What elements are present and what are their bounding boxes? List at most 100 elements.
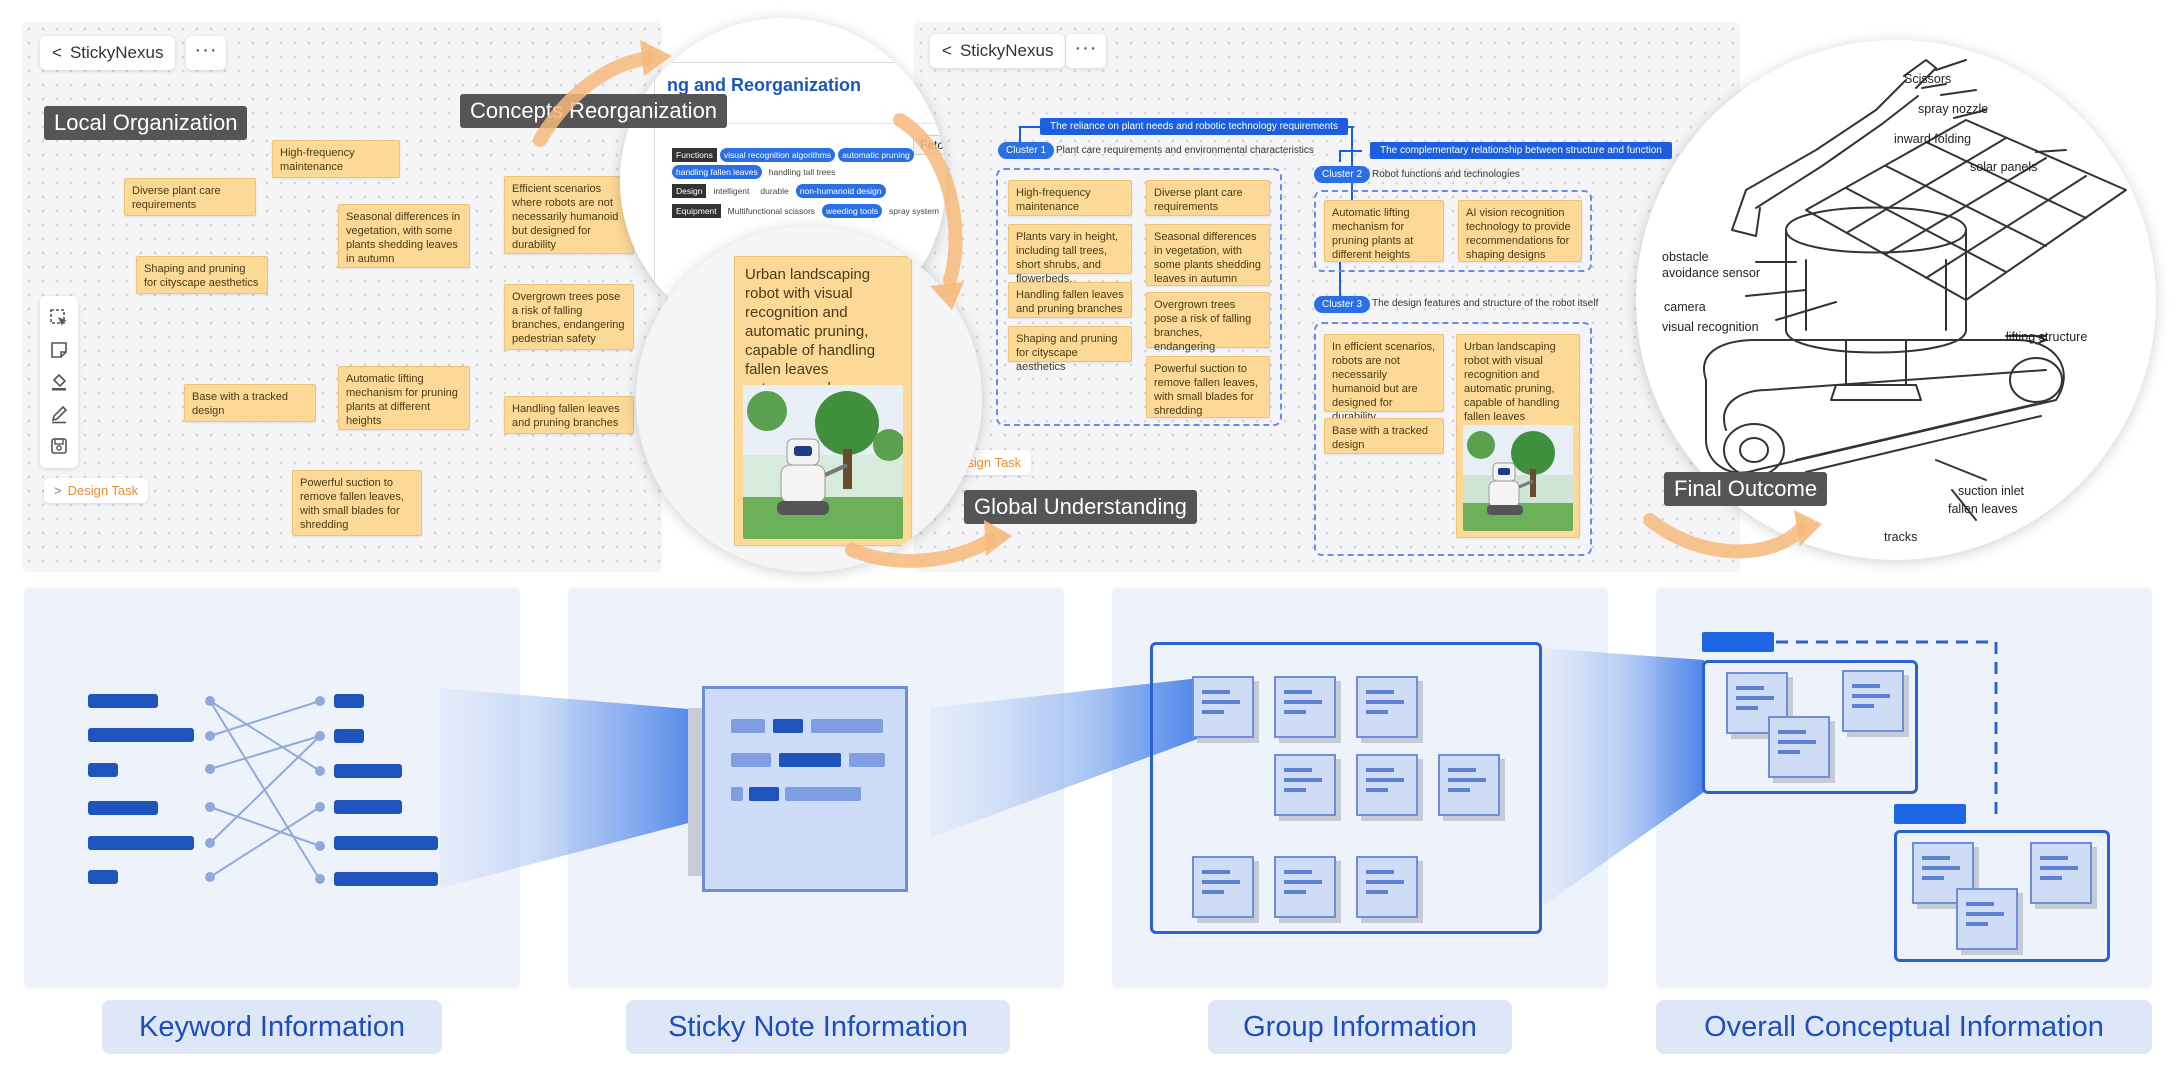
keyword-chip[interactable]: spray system: [889, 206, 940, 216]
sticky-note[interactable]: Automatic lifting mechanism for pruning …: [1324, 200, 1444, 262]
keyword-chip[interactable]: non-humanoid design: [795, 184, 886, 198]
sticky-note[interactable]: Overgrown trees pose a risk of falling b…: [504, 284, 634, 350]
app-header[interactable]: < StickyNexus: [930, 34, 1066, 68]
cluster-group: [996, 168, 1282, 426]
mini-note: [1274, 754, 1336, 816]
sketch-label: obstacle: [1662, 250, 1709, 264]
note-line: [849, 753, 885, 767]
caption-keyword-information: Keyword Information: [102, 1000, 442, 1054]
mini-note: [1356, 676, 1418, 738]
keyword-chip[interactable]: weeding tools: [822, 204, 883, 218]
keyword-bar: [88, 836, 194, 850]
keyword-bar: [334, 764, 402, 778]
caption-group-information: Group Information: [1208, 1000, 1512, 1054]
reorg-title: ng and Reorganization: [667, 75, 862, 95]
sticky-note[interactable]: Handling fallen leaves and pruning branc…: [1008, 282, 1132, 318]
sticky-note[interactable]: Diverse plant care requirements: [124, 178, 256, 216]
cluster-title: The design features and structure of the…: [1372, 298, 1599, 309]
back-icon[interactable]: <: [942, 41, 952, 60]
note-line: [779, 753, 841, 767]
mini-note: [2030, 842, 2092, 904]
keyword-chip[interactable]: Multifunctional scissors: [727, 206, 816, 216]
mini-note: [1274, 856, 1336, 918]
robot-sketch: [1703, 59, 2127, 521]
cluster-tag: [1894, 804, 1966, 824]
robot-illustration: [743, 385, 903, 539]
reorg-row: Equipment Multifunctional scissors weedi…: [672, 204, 946, 218]
sticky-note[interactable]: Efficient scenarios where robots are not…: [504, 176, 634, 254]
cluster-label: Cluster 1: [998, 142, 1055, 159]
caption-overall-conceptual-information: Overall Conceptual Information: [1656, 1000, 2152, 1054]
cluster-group: [1314, 322, 1592, 556]
sticky-note-icon[interactable]: [49, 340, 69, 360]
mini-note: [1768, 716, 1830, 778]
more-menu-button[interactable]: ···: [1066, 34, 1106, 68]
keyword-chip[interactable]: intelligent: [713, 186, 750, 196]
chevron-right-icon: >: [54, 483, 62, 498]
row-label: Functions: [672, 148, 717, 162]
transition-arrows: [533, 40, 1822, 568]
select-icon[interactable]: [49, 308, 69, 328]
pen-icon[interactable]: [49, 404, 69, 424]
link-dot: [315, 731, 325, 741]
zoom-circle-note: Urban landscaping robot with visual reco…: [636, 226, 982, 572]
mini-note: [1192, 676, 1254, 738]
sticky-note[interactable]: Urban landscaping robot with visual reco…: [1456, 334, 1580, 538]
more-menu-button[interactable]: ···: [186, 36, 226, 70]
sticky-note[interactable]: Seasonal differences in vegetation, with…: [1146, 224, 1270, 286]
keyword-chip[interactable]: handling fallen leaves: [672, 165, 762, 179]
sticky-note[interactable]: Base with a tracked design: [1324, 418, 1444, 454]
relationship-link: [1776, 640, 1998, 814]
keyword-bar: [334, 872, 438, 886]
design-task-button[interactable]: >Design Task: [44, 478, 149, 503]
sticky-note[interactable]: AI vision recognition technology to prov…: [1458, 200, 1582, 262]
sticky-note[interactable]: Automatic lifting mechanism for pruning …: [338, 366, 470, 430]
sticky-note[interactable]: Handling fallen leaves and pruning branc…: [504, 396, 634, 434]
sticky-note[interactable]: Powerful suction to remove fallen leaves…: [292, 470, 422, 536]
note-line: [785, 787, 861, 801]
reorg-row: Design intelligent durable non-humanoid …: [672, 184, 946, 198]
keyword-chip[interactable]: visual recognition algorithms: [719, 148, 836, 162]
panel-keyword: [24, 588, 520, 988]
keyword-bar: [334, 694, 364, 708]
row-label: Design: [672, 184, 707, 198]
stage-label-reorganization: Concepts Reorganization: [460, 94, 728, 128]
keyword-chip[interactable]: automatic pruning: [838, 148, 914, 162]
sketch-label: suction inlet: [1958, 484, 2025, 498]
sticky-note[interactable]: Powerful suction to remove fallen leaves…: [1146, 356, 1270, 418]
sketch-label: lifting structure: [2006, 330, 2088, 344]
sticky-note-card: [702, 686, 908, 892]
mini-note: [1192, 856, 1254, 918]
cluster-tag: [1702, 632, 1774, 652]
app-header[interactable]: < StickyNexus: [40, 36, 176, 70]
sticky-note[interactable]: Shaping and pruning for cityscape aesthe…: [1008, 326, 1132, 373]
sticky-note[interactable]: High-frequency maintenance: [272, 140, 400, 178]
keyword-bar: [88, 728, 194, 742]
keyword-bar: [334, 836, 438, 850]
sticky-note[interactable]: Diverse plant care requirements: [1146, 180, 1270, 216]
note-line: [811, 719, 883, 733]
sketch-label: fallen leaves: [1948, 502, 2018, 516]
keyword-chip[interactable]: durable: [760, 186, 789, 196]
sticky-note[interactable]: High-frequency maintenance: [1008, 180, 1132, 216]
sketch-label: spray nozzle: [1918, 102, 1989, 116]
link-dot: [315, 766, 325, 776]
mini-note: [1842, 670, 1904, 732]
row-label: Equipment: [672, 204, 721, 218]
fill-icon[interactable]: [49, 372, 69, 392]
sticky-note[interactable]: Base with a tracked design: [184, 384, 316, 422]
save-icon[interactable]: [49, 436, 69, 456]
sticky-note[interactable]: Plants vary in height, including tall tr…: [1008, 224, 1132, 285]
reorg-row: Functions visual recognition algorithms …: [672, 148, 946, 179]
keyword-chip[interactable]: handling tall trees: [768, 167, 836, 177]
sticky-note-large[interactable]: Urban landscaping robot with visual reco…: [734, 256, 912, 546]
mini-note: [1956, 888, 2018, 950]
back-icon[interactable]: <: [52, 43, 62, 62]
sticky-note[interactable]: Seasonal differences in vegetation, with…: [338, 204, 470, 268]
caption-sticky-note-information: Sticky Note Information: [626, 1000, 1010, 1054]
note-line: [749, 787, 779, 801]
sticky-note[interactable]: Shaping and pruning for cityscape aesthe…: [136, 256, 268, 294]
app-title: StickyNexus: [959, 41, 1054, 60]
sketch-label: visual recognition: [1662, 320, 1759, 334]
mini-note: [1356, 754, 1418, 816]
